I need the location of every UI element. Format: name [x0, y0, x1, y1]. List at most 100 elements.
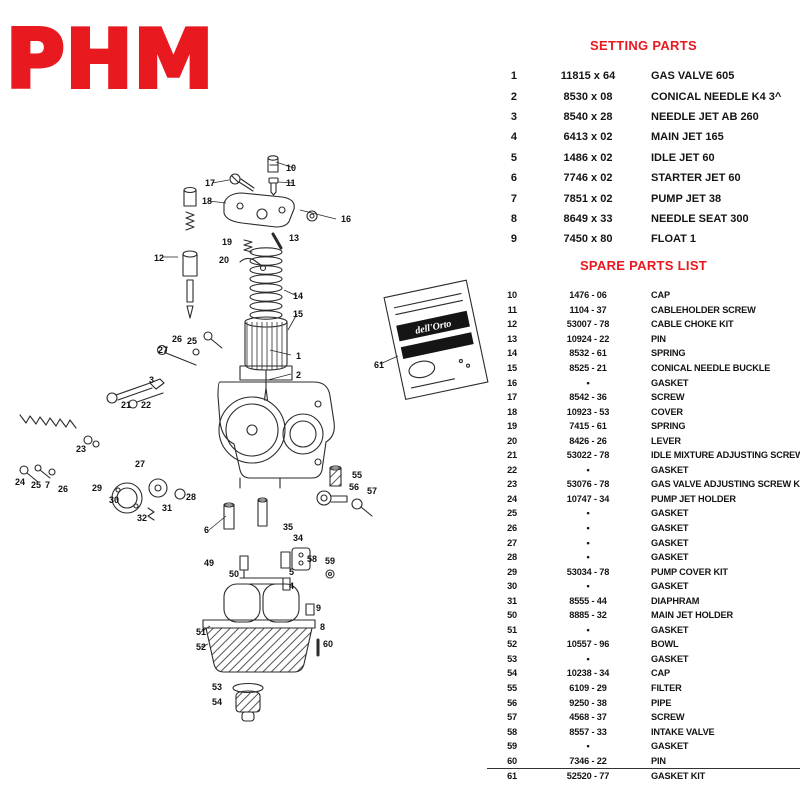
- part-label: FLOAT 1: [651, 233, 697, 246]
- part-label: CONICAL NEEDLE BUCKLE: [651, 363, 771, 373]
- part-code: •: [586, 581, 590, 592]
- diagram-callout-1: 1: [296, 351, 301, 361]
- diagram-callout-22: 22: [141, 400, 151, 410]
- diagram-callout-21: 21: [121, 400, 131, 410]
- diagram-callout-26: 26: [172, 334, 182, 344]
- part-number: 52: [507, 639, 517, 650]
- part-number: 6: [510, 172, 517, 185]
- part-label: SPRING: [651, 348, 686, 359]
- part-number: 51: [507, 624, 517, 635]
- part-number: 56: [507, 697, 517, 708]
- part-label: GASKET: [651, 464, 689, 475]
- part-code: 8426 - 26: [569, 435, 607, 446]
- part-code: 9250 - 38: [569, 697, 607, 708]
- part-label: GAS VALVE ADJUSTING SCREW KIT: [651, 479, 800, 490]
- part-number: 19: [507, 421, 517, 432]
- part-label: PUMP JET HOLDER: [651, 493, 736, 504]
- diagram-callout-7: 7: [45, 480, 50, 490]
- diagram-callout-51: 51: [196, 627, 206, 637]
- part-number: 53: [507, 653, 517, 664]
- diagram-callout-31: 31: [162, 503, 172, 513]
- part-code: 53007 - 78: [566, 319, 610, 330]
- part-number: 57: [507, 712, 517, 723]
- diagram-callout-53: 53: [212, 682, 222, 692]
- diagram-callout-58: 58: [307, 554, 317, 564]
- part-number: 31: [507, 595, 517, 606]
- diagram-callout-19: 19: [222, 237, 232, 247]
- part-number: 24: [507, 493, 517, 504]
- part-code: •: [586, 653, 590, 664]
- part-label: PIPE: [651, 697, 672, 708]
- part-number: 7: [510, 192, 517, 205]
- part-code: 53022 - 78: [566, 450, 610, 461]
- parts-row-59: 59•GASKET: [487, 739, 800, 754]
- part-number: 60: [507, 755, 517, 766]
- part-label: GASKET: [651, 552, 689, 563]
- part-code: •: [586, 508, 590, 519]
- part-label: GASKET: [651, 537, 689, 548]
- part-code: 8555 - 44: [569, 595, 607, 606]
- diagram-callout-61: 61: [374, 360, 384, 370]
- parts-row-16: 16•GASKET: [487, 375, 800, 390]
- part-label: CABLEHOLDER SCREW: [651, 304, 756, 315]
- diagram-callout-25: 25: [187, 336, 197, 346]
- diagram-callout-34: 34: [293, 533, 303, 543]
- part-code: 8649 x 33: [563, 212, 613, 225]
- part-label: BOWL: [651, 639, 679, 650]
- part-code: 10924 - 22: [566, 333, 610, 344]
- part-label: SPRING: [651, 421, 686, 432]
- part-label: GASKET: [651, 581, 689, 592]
- part-label: IDLE MIXTURE ADJUSTING SCREW KIT: [651, 450, 800, 461]
- parts-row-25: 25•GASKET: [487, 506, 800, 521]
- parts-row-26: 26•GASKET: [487, 521, 800, 536]
- part-code: 8885 - 32: [569, 610, 607, 621]
- part-code: 10747 - 34: [566, 493, 610, 504]
- part-label: CONICAL NEEDLE K4 3^: [651, 90, 782, 103]
- part-number: 26: [507, 523, 517, 534]
- parts-row-22: 22•GASKET: [487, 463, 800, 478]
- diagram-callout-24: 24: [15, 477, 25, 487]
- part-code: 8525 - 21: [569, 363, 607, 373]
- diagram-callout-10: 10: [286, 163, 296, 173]
- diagram-callout-17: 17: [205, 178, 215, 188]
- diagram-callout-3: 3: [149, 375, 154, 385]
- diagram-callout-9: 9: [316, 603, 321, 613]
- exploded-diagram: dell'Orto 101117181613192012141512612625…: [15, 155, 489, 722]
- part-number: 10: [507, 290, 517, 301]
- diagram-callout-60: 60: [323, 639, 333, 649]
- diagram-callout-56: 56: [349, 482, 359, 492]
- spare-parts-title: SPARE PARTS LIST: [579, 258, 708, 273]
- part-number: 5: [510, 151, 517, 164]
- part-number: 3: [510, 110, 517, 123]
- part-number: 12: [507, 319, 517, 330]
- part-label: INTAKE VALVE: [651, 726, 715, 737]
- parts-row-53: 53•GASKET: [487, 652, 800, 667]
- part-code: 1486 x 02: [563, 151, 613, 164]
- part-number: 15: [507, 363, 517, 373]
- part-label: NEEDLE JET AB 260: [651, 110, 759, 123]
